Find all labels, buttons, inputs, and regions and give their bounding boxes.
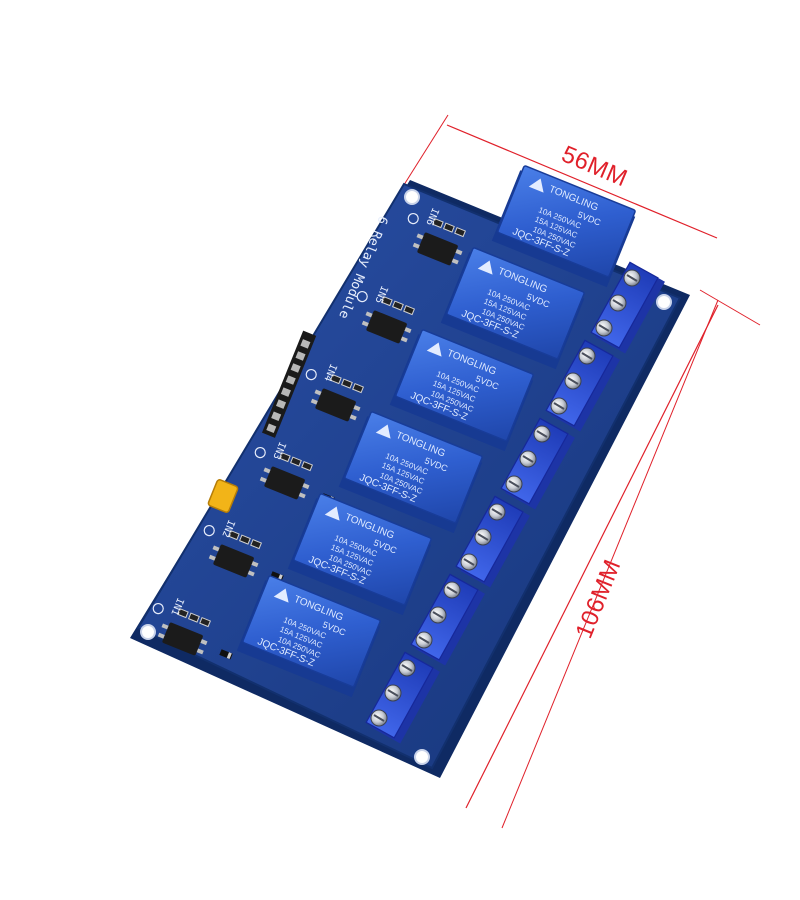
smd-resistor [391, 300, 404, 311]
input-channel: IN2 [203, 518, 284, 582]
header-pin [290, 363, 301, 373]
relay-logo-icon [477, 260, 493, 275]
smd-resistor [238, 534, 251, 545]
relay-logo-icon [273, 588, 289, 603]
smd-resistor [329, 373, 342, 385]
mounting-hole [414, 749, 430, 765]
mounting-hole [656, 294, 672, 310]
optocoupler-chip [315, 388, 356, 422]
relay-logo-icon [324, 506, 340, 521]
optocoupler-chip [162, 622, 203, 656]
terminal-block [545, 339, 620, 432]
optocoupler-chip [417, 232, 458, 266]
optocoupler-chip [213, 544, 254, 578]
jumper-cap [207, 479, 239, 513]
mounting-hole [404, 189, 420, 205]
pin-header [261, 330, 317, 438]
smd-resistor [352, 382, 365, 394]
smd-resistor [199, 616, 212, 628]
header-pin [300, 339, 311, 349]
header-pin [285, 375, 296, 385]
led-outline [356, 290, 368, 303]
terminal-block [500, 417, 575, 510]
smd-resistor [250, 538, 263, 550]
smd-resistor [454, 226, 467, 238]
header-pin [276, 399, 287, 409]
terminal-block [410, 573, 485, 666]
smd-resistor [289, 456, 302, 467]
led-outline [305, 368, 317, 381]
smd-resistor [278, 451, 291, 463]
header-pin [271, 411, 282, 421]
relay-logo-icon [426, 342, 442, 357]
relay-logo-icon [375, 424, 391, 439]
header-pin [266, 423, 277, 434]
terminal-block [590, 261, 665, 354]
smd-resistor [176, 607, 189, 619]
header-pin [280, 387, 291, 397]
optocoupler-chip [264, 466, 305, 500]
smd-resistor [227, 529, 240, 541]
led-outline [152, 602, 164, 615]
smd-resistor [301, 460, 314, 472]
length-dimension-label: 106MM [571, 556, 627, 643]
optocoupler-chip [366, 310, 407, 344]
terminal-block [455, 495, 530, 588]
header-pin [295, 351, 306, 361]
smd-resistor [403, 304, 416, 316]
led-outline [254, 446, 266, 459]
terminal-block [365, 651, 440, 744]
smd-resistor [431, 217, 444, 229]
smd-resistor [442, 222, 455, 233]
mounting-hole [140, 624, 156, 640]
smd-resistor [340, 378, 353, 389]
relay-logo-icon [528, 178, 544, 193]
led-outline [407, 212, 419, 225]
led-outline [203, 524, 215, 537]
smd-resistor [380, 295, 393, 307]
smd-resistor [187, 612, 200, 623]
